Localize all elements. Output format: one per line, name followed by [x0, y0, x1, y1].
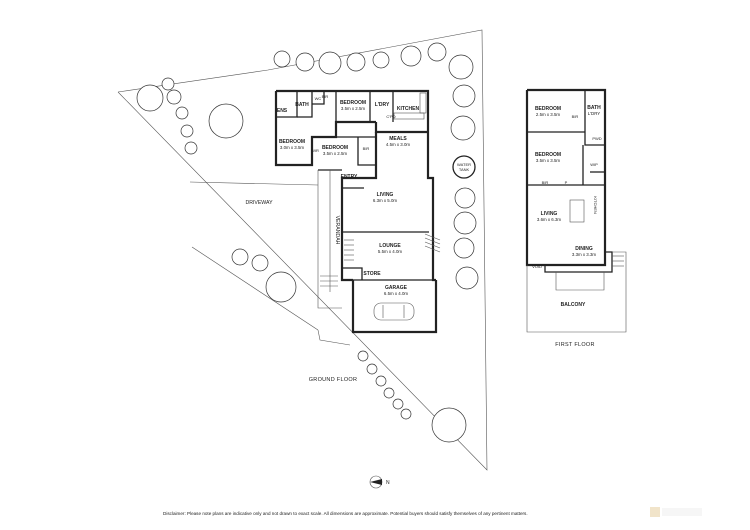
room-label-bedroom-b: BEDROOM [535, 152, 561, 158]
wc-label: WC [315, 96, 322, 101]
first-floor-walls [525, 88, 627, 333]
room-label-living: LIVING [377, 192, 394, 198]
first-floor-labels: BEDROOM 2.5m x 3.5m BATH L'DRY BEDROOM 3… [532, 105, 602, 348]
wardrobe-label-bir-first-2: BIR [572, 114, 579, 119]
room-label-kitchen: KITCHEN [397, 106, 420, 112]
room-label-dining: DINING [575, 246, 593, 252]
room-dims-garage: 6.5m x 4.0m [384, 291, 408, 296]
room-label-balcony: BALCONY [561, 302, 586, 308]
room-label-wip: WIP [590, 162, 598, 167]
kitchen-island [569, 199, 585, 223]
room-dims-bedroom-1: 3.5m x 2.5m [341, 106, 365, 111]
room-dims-living-first: 3.6m x 6.3m [537, 217, 561, 222]
room-label-living-first: LIVING [541, 211, 558, 217]
watermark-logo [650, 507, 702, 517]
car-icon [373, 302, 415, 321]
wardrobe-label-bir-first: BIR [542, 180, 549, 185]
room-label-entry: ENTRY [341, 174, 358, 180]
cupboard-label: C'PD [386, 114, 395, 119]
water-tank-label-2: TANK [459, 167, 470, 172]
room-label-bedroom-1: BEDROOM [340, 100, 366, 106]
room-dims-bedroom-2: 3.0m x 3.5m [280, 145, 304, 150]
room-label-laundry: L'DRY [375, 102, 390, 108]
disclaimer-text: Disclaimer: Please note plans are indica… [163, 511, 528, 516]
room-label-bath-first: BATH [587, 105, 601, 111]
room-label-ens: ENS [277, 108, 288, 114]
room-label-laundry-first: L'DRY [588, 111, 601, 116]
room-dims-meals: 4.5m x 3.0m [386, 142, 410, 147]
room-dims-bedroom-3: 3.5m x 2.5m [323, 151, 347, 156]
wardrobe-label-wir: WIR [311, 148, 319, 153]
room-label-bedroom-2: BEDROOM [279, 139, 305, 145]
room-label-bath: BATH [295, 102, 309, 108]
ground-floor-labels: ENS BATH BEDROOM 3.5m x 2.5m BEDROOM 3.0… [245, 94, 471, 383]
room-label-garage: GARAGE [385, 285, 408, 291]
driveway-label: DRIVEWAY [245, 200, 273, 206]
room-dims-lounge: 5.5m x 4.0m [378, 249, 402, 254]
water-tank-icon [452, 155, 476, 179]
ground-floor-title: GROUND FLOOR [309, 377, 358, 383]
ground-floor-walls [274, 89, 476, 334]
tree-icons [136, 42, 479, 443]
driveway [189, 181, 351, 346]
room-label-bedroom-a: BEDROOM [535, 106, 561, 112]
room-label-lounge: LOUNGE [379, 243, 401, 249]
first-floor-title: FIRST FLOOR [555, 342, 595, 348]
room-label-store: STORE [363, 271, 381, 277]
compass-north-label: N [386, 480, 390, 486]
verandah-label: VERANDAH [334, 216, 340, 245]
room-label-kitchen-first: KITCHEN [593, 196, 598, 214]
pantry-label: P [565, 180, 568, 185]
site-boundary [117, 29, 488, 471]
room-label-bedroom-3: BEDROOM [322, 145, 348, 151]
room-dims-bedroom-b: 3.5m x 3.5m [536, 158, 560, 163]
void-label: VOID [532, 264, 542, 269]
wardrobe-label-bir-2: BIR [322, 94, 329, 99]
water-tank-label-1: WATER [457, 162, 471, 167]
room-dims-living: 6.3m x 5.0m [373, 198, 397, 203]
north-compass: N [369, 475, 390, 489]
room-dims-bedroom-a: 2.5m x 3.5m [536, 112, 560, 117]
room-label-meals: MEALS [389, 136, 407, 142]
wardrobe-label-bir: BIR [363, 146, 370, 151]
room-label-pwd: PWD [592, 136, 601, 141]
room-dims-dining: 3.3m x 3.3m [572, 252, 596, 257]
